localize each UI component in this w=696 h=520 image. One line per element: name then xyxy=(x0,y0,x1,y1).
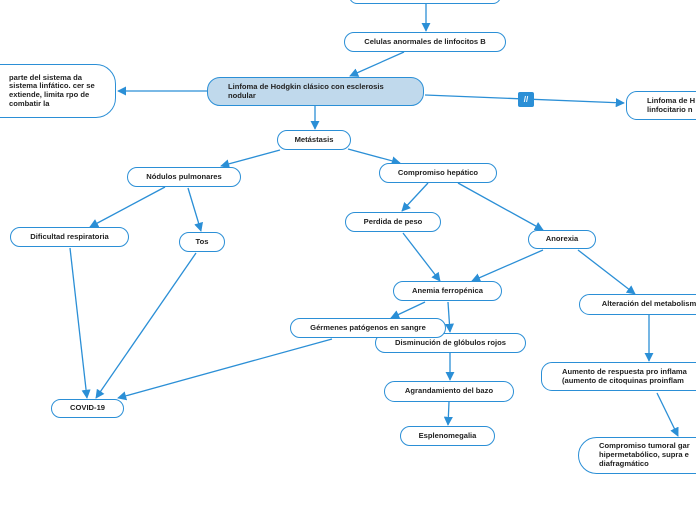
node-aumento-respuesta[interactable]: Aumento de respuesta pro inflama (aument… xyxy=(541,362,696,391)
node-compromiso-hepatico[interactable]: Compromiso hepático xyxy=(379,163,497,183)
node-label: Nódulos pulmonares xyxy=(146,171,222,181)
node-metastasis[interactable]: Metástasis xyxy=(277,130,351,150)
edge-dificultad-covid xyxy=(69,247,91,399)
node-label: Compromiso tumoral gar hipermetabólico, … xyxy=(599,441,690,468)
edge-perdida-anemia xyxy=(402,232,441,282)
edge-agrandamiento-esplenomegalia xyxy=(443,401,453,426)
node-label: Perdida de peso xyxy=(363,216,423,226)
link-icon[interactable]: // xyxy=(518,92,534,107)
node-label: Alteración del metabolism xyxy=(601,299,696,309)
node-alteracion-metabolismo[interactable]: Alteración del metabolism xyxy=(579,294,696,315)
edge-anemia-disminucion xyxy=(444,301,454,333)
edge-metastasis-hepatico xyxy=(347,148,401,166)
edge-germenes-covid xyxy=(117,338,333,401)
edge-nodulos-dificultad xyxy=(89,186,166,228)
edge-hepatico-anorexia xyxy=(457,182,544,231)
node-nodulos-pulmonares[interactable]: Nódulos pulmonares xyxy=(127,167,241,187)
node-label: Metástasis xyxy=(294,134,334,144)
node-label: COVID-19 xyxy=(69,403,106,413)
node-label: Dificultad respiratoria xyxy=(30,231,109,241)
node-label: Disminución de glóbulos rojos xyxy=(395,337,506,347)
edge-anemia-germenes xyxy=(390,301,426,319)
node-disminucion-globulos[interactable]: Disminución de glóbulos rojos xyxy=(375,333,526,353)
node-label: Compromiso hepático xyxy=(397,167,479,177)
node-label: Aumento de respuesta pro inflama (aument… xyxy=(562,366,687,385)
edge-tos-covid xyxy=(95,252,197,399)
node-germenes-patogenos[interactable]: Gérmenes patógenos en sangre xyxy=(290,318,446,338)
node-label: Anorexia xyxy=(545,234,579,244)
edge-anorexia-anemia xyxy=(471,249,544,282)
node-left-note[interactable]: parte del sistema da sistema linfático. … xyxy=(0,64,116,118)
node-compromiso-tumoral[interactable]: Compromiso tumoral gar hipermetabólico, … xyxy=(578,437,696,474)
node-anemia-ferropenica[interactable]: Anemia ferropénica xyxy=(393,281,502,301)
node-label: Gérmenes patógenos en sangre xyxy=(310,322,426,332)
edge-aumento-compromiso xyxy=(656,392,679,437)
node-celulas-anormales[interactable]: Celulas anormales de linfocitos B xyxy=(344,32,506,52)
node-label: Esplenomegalia xyxy=(418,430,477,440)
node-tos[interactable]: Tos xyxy=(179,232,225,252)
node-label: Linfoma de Hodgkin clásico con esclerosi… xyxy=(228,81,384,100)
node-main-linfoma[interactable]: Linfoma de Hodgkin clásico con esclerosi… xyxy=(207,77,424,106)
node-anorexia[interactable]: Anorexia xyxy=(528,230,596,249)
node-perdida-peso[interactable]: Perdida de peso xyxy=(345,212,441,232)
node-label: Celulas anormales de linfocitos B xyxy=(364,36,486,46)
node-label: parte del sistema da sistema linfático. … xyxy=(9,72,95,108)
node-label: Anemia ferropénica xyxy=(412,285,483,295)
node-agrandamiento-bazo[interactable]: Agrandamiento del bazo xyxy=(384,381,514,402)
node-covid-19[interactable]: COVID-19 xyxy=(51,399,124,418)
node-label: Tos xyxy=(195,236,209,246)
node-right-linfoma[interactable]: Linfoma de H linfocitario n xyxy=(626,91,696,120)
edge-hepatico-perdida xyxy=(401,182,429,212)
node-esplenomegalia[interactable]: Esplenomegalia xyxy=(400,426,495,446)
edge-celulas-main xyxy=(349,51,405,77)
edge-metastasis-nodulos xyxy=(220,149,281,169)
edge-nodulos-tos xyxy=(187,187,203,232)
node-label: Agrandamiento del bazo xyxy=(404,386,494,396)
edge-anorexia-alteracion xyxy=(577,249,636,295)
node-dificultad-respiratoria[interactable]: Dificultad respiratoria xyxy=(10,227,129,247)
node-label: Linfoma de H linfocitario n xyxy=(647,95,696,114)
link-badge-label: // xyxy=(523,95,529,104)
node-top-partial[interactable] xyxy=(349,0,501,4)
